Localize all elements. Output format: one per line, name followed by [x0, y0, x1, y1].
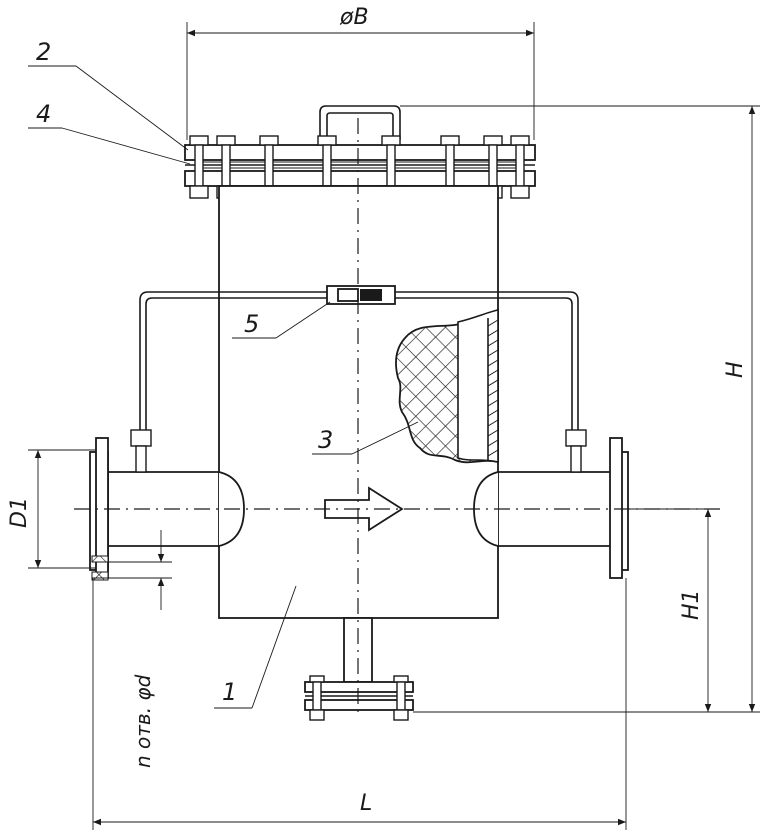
- callout-2: 2: [28, 38, 189, 151]
- callout-4: 4: [28, 100, 191, 165]
- dimension-diameter-b: øB: [186, 5, 535, 140]
- holes-label: n отв. φd: [131, 674, 155, 768]
- inlet-nozzle: [89, 437, 245, 581]
- diameter-b-label: øB: [339, 5, 369, 30]
- lid-handle: [319, 105, 401, 140]
- right-fitting: [565, 429, 587, 473]
- callout-4-label: 4: [36, 100, 51, 128]
- callout-5: 5: [232, 301, 331, 339]
- callout-5-label: 5: [244, 310, 259, 338]
- left-fitting: [130, 429, 152, 473]
- length-l-label: L: [360, 791, 372, 816]
- callout-1-label: 1: [222, 678, 237, 706]
- callout-1: 1: [214, 585, 297, 709]
- height-h-label: H: [723, 361, 748, 378]
- dimension-height-h1: H1: [628, 508, 716, 712]
- height-h1-label: H1: [679, 589, 704, 620]
- diameter-d1-label: D1: [7, 497, 32, 528]
- pressure-indicator-assembly: [130, 285, 587, 473]
- dimension-length-l: L: [92, 578, 627, 830]
- callout-3: 3: [312, 421, 419, 455]
- dimension-holes: n отв. φd: [92, 530, 172, 768]
- callout-2-label: 2: [36, 38, 51, 66]
- filter-screen-cutaway: [395, 308, 499, 464]
- dimension-diameter-d1: D1: [7, 449, 96, 569]
- callout-3-label: 3: [318, 426, 333, 454]
- drain-assembly: [304, 617, 414, 721]
- flow-direction-arrow: [324, 486, 404, 532]
- dimension-height-h: H: [400, 105, 760, 713]
- drain-bolts: [309, 675, 409, 721]
